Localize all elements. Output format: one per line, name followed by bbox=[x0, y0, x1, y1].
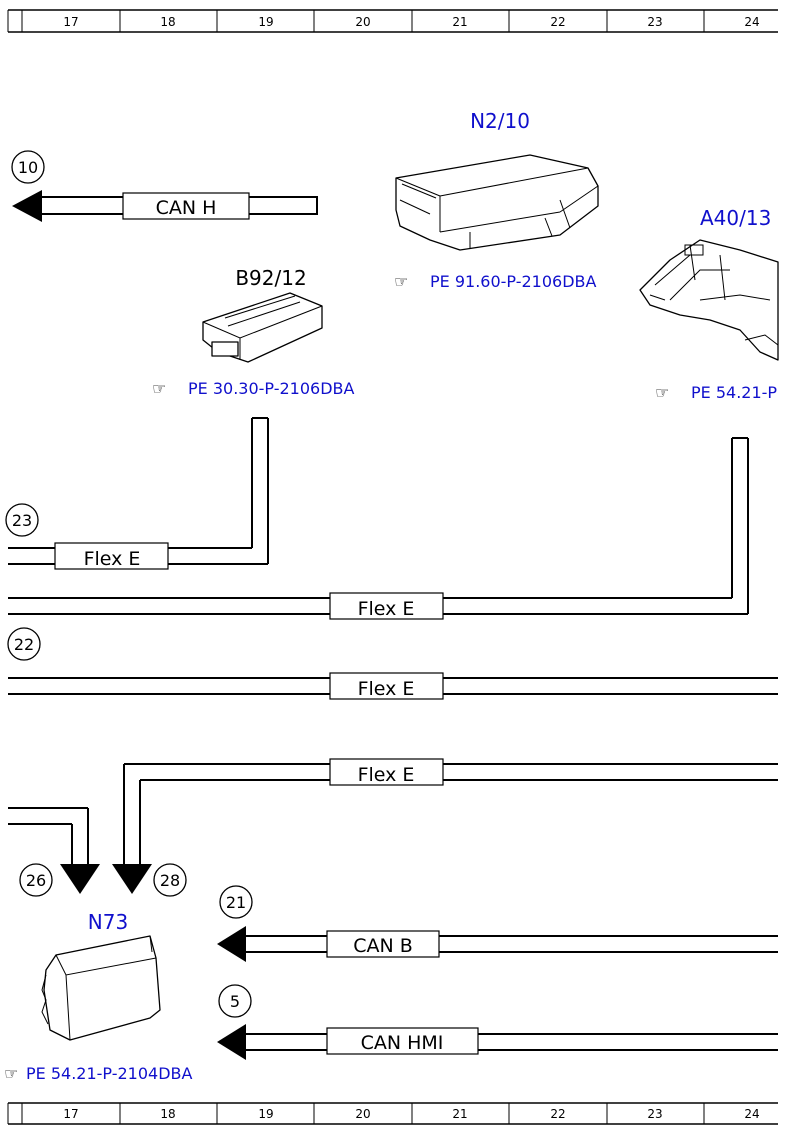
ruler-bottom-col-23: 23 bbox=[647, 1107, 662, 1121]
ruler-bottom-col-19: 19 bbox=[258, 1107, 273, 1121]
b92-12-sensor-icon bbox=[202, 292, 323, 363]
ruler-col-21: 21 bbox=[452, 15, 467, 29]
can-h-bus: CAN H bbox=[12, 190, 318, 222]
n73-reference: ☞ PE 54.21-P-2104DBA bbox=[4, 1064, 193, 1083]
can-hmi-arrow-icon bbox=[217, 1024, 246, 1060]
b92-12-reference: ☞ PE 30.30-P-2106DBA bbox=[152, 379, 355, 398]
ruler-col-24: 24 bbox=[744, 15, 759, 29]
ruler-col-22: 22 bbox=[550, 15, 565, 29]
n2-10-reference: ☞ PE 91.60-P-2106DBA bbox=[394, 272, 597, 291]
can-h-arrow-icon bbox=[12, 190, 42, 222]
can-hmi-bus: CAN HMI bbox=[217, 1024, 778, 1060]
a40-13-label: A40/13 bbox=[700, 206, 771, 230]
svg-text:PE 54.21-P-2104DBA: PE 54.21-P-2104DBA bbox=[26, 1064, 193, 1083]
n2-10-module-icon bbox=[395, 154, 599, 251]
svg-text:22: 22 bbox=[14, 635, 34, 654]
svg-text:21: 21 bbox=[226, 893, 246, 912]
ruler-bottom-col-18: 18 bbox=[160, 1107, 175, 1121]
ruler-col-18: 18 bbox=[160, 15, 175, 29]
svg-text:PE 91.60-P-2106DBA: PE 91.60-P-2106DBA bbox=[430, 272, 597, 291]
flex-e-bus-4: Flex E bbox=[112, 758, 778, 894]
n73-label: N73 bbox=[88, 910, 128, 934]
ruler-col-17: 17 bbox=[63, 15, 78, 29]
pointing-hand-icon: ☞ bbox=[4, 1064, 18, 1083]
ruler-bottom-col-22: 22 bbox=[550, 1107, 565, 1121]
connector-21: 21 bbox=[219, 885, 253, 919]
n2-10-label: N2/10 bbox=[470, 109, 530, 133]
pointing-hand-icon: ☞ bbox=[394, 272, 408, 291]
ruler-col-23: 23 bbox=[647, 15, 662, 29]
can-b-bus: CAN B bbox=[217, 926, 778, 962]
svg-text:28: 28 bbox=[160, 871, 180, 890]
flex-e-label-3: Flex E bbox=[358, 678, 415, 700]
connector-28-arrow-icon bbox=[112, 864, 152, 894]
ruler-bottom-col-21: 21 bbox=[452, 1107, 467, 1121]
ruler-bottom-col-17: 17 bbox=[63, 1107, 78, 1121]
svg-text:PE 54.21-P: PE 54.21-P bbox=[691, 383, 777, 402]
bottom-ruler: 17 18 19 20 21 22 23 24 bbox=[7, 1102, 778, 1125]
flex-e-bus-2: Flex E bbox=[8, 437, 749, 620]
can-b-label: CAN B bbox=[353, 935, 413, 957]
connector-28: 28 bbox=[153, 863, 187, 897]
flex-e-label-1: Flex E bbox=[84, 548, 141, 570]
b92-12-label: B92/12 bbox=[235, 266, 306, 290]
connector-26-arrow-icon bbox=[60, 864, 100, 894]
connector-5: 5 bbox=[218, 984, 252, 1018]
svg-text:5: 5 bbox=[230, 992, 240, 1011]
a40-13-module-icon bbox=[639, 239, 779, 361]
connector-23: 23 bbox=[5, 503, 39, 537]
bus-conn-26 bbox=[8, 807, 100, 894]
ruler-bottom-col-20: 20 bbox=[355, 1107, 370, 1121]
ruler-col-20: 20 bbox=[355, 15, 370, 29]
connector-10: 10 bbox=[11, 150, 45, 184]
flex-e-label-2: Flex E bbox=[358, 598, 415, 620]
connector-26: 26 bbox=[19, 863, 53, 897]
can-h-label: CAN H bbox=[156, 197, 217, 219]
ruler-bottom-col-24: 24 bbox=[744, 1107, 759, 1121]
flex-e-label-4: Flex E bbox=[358, 764, 415, 786]
svg-text:26: 26 bbox=[26, 871, 46, 890]
can-hmi-label: CAN HMI bbox=[361, 1032, 444, 1054]
connector-22: 22 bbox=[7, 627, 41, 661]
flex-e-bus-3: Flex E bbox=[8, 672, 778, 700]
flex-e-bus-1: Flex E bbox=[8, 417, 269, 570]
svg-text:10: 10 bbox=[18, 158, 38, 177]
pointing-hand-icon: ☞ bbox=[655, 383, 669, 402]
top-ruler: 17 18 19 20 21 22 23 24 bbox=[7, 9, 778, 33]
can-b-arrow-icon bbox=[217, 926, 246, 962]
n73-module-icon bbox=[41, 935, 161, 1041]
svg-text:23: 23 bbox=[12, 511, 32, 530]
a40-13-reference: ☞ PE 54.21-P bbox=[655, 383, 777, 402]
pointing-hand-icon: ☞ bbox=[152, 379, 166, 398]
ruler-col-19: 19 bbox=[258, 15, 273, 29]
svg-text:PE 30.30-P-2106DBA: PE 30.30-P-2106DBA bbox=[188, 379, 355, 398]
